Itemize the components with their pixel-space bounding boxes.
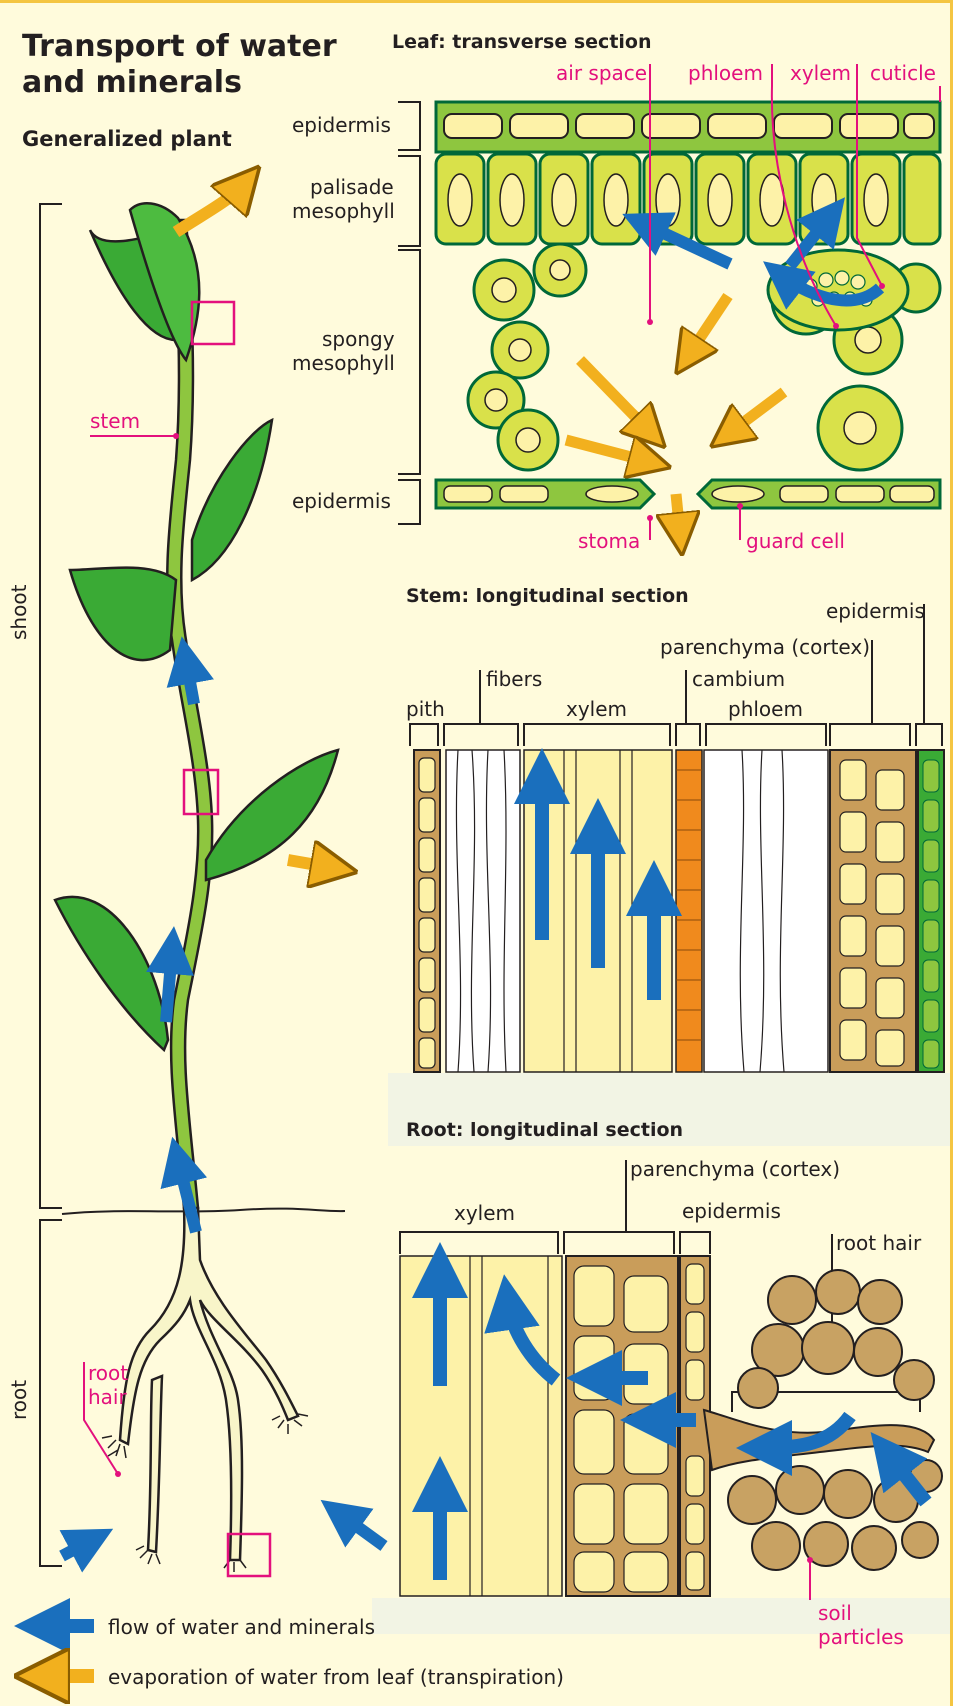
root-bracket	[40, 1220, 62, 1566]
title-line-2: and minerals	[22, 65, 242, 100]
root-hair-label: root hair	[836, 1231, 922, 1255]
leaf-air-space-label: air space	[556, 61, 647, 85]
title-line-1: Transport of water	[22, 29, 337, 64]
leaf-palisade-label-2: mesophyll	[292, 199, 395, 223]
root-hair-tufts	[102, 1414, 308, 1572]
stem-cambium-label: cambium	[692, 667, 785, 691]
stem-shape	[167, 220, 212, 1208]
generalized-plant: shoot root	[7, 184, 384, 1576]
leaf-epidermis-bottom-label: epidermis	[292, 489, 391, 513]
root-label: root	[7, 1380, 31, 1420]
legend-evaporation-label: evaporation of water from leaf (transpir…	[108, 1665, 564, 1689]
plant-heading: Generalized plant	[22, 127, 232, 151]
leaf-section-drawing	[436, 86, 940, 540]
shoot-bracket	[40, 204, 62, 1208]
leaf-heading: Leaf: transverse section	[392, 31, 652, 53]
leaf-cuticle-label: cuticle	[870, 61, 936, 85]
leaf-phloem-label: phloem	[688, 61, 763, 85]
root-xylem-label: xylem	[454, 1201, 515, 1225]
stem-parenchyma-label: parenchyma (cortex)	[660, 635, 870, 659]
soil-particles-label-1: soil	[818, 1601, 852, 1625]
root-hair-label-line2: hair	[88, 1385, 127, 1409]
legend-flow-label: flow of water and minerals	[108, 1615, 375, 1639]
stem-heading: Stem: longitudinal section	[406, 585, 689, 607]
leaf-stoma-label: stoma	[578, 529, 640, 553]
roots	[120, 1208, 298, 1560]
ground-line	[62, 1209, 345, 1214]
root-section-drawing	[372, 1256, 950, 1634]
leaf-epidermis-top-label: epidermis	[292, 113, 391, 137]
stem-section-drawing	[388, 750, 950, 1145]
leaf-palisade-label-1: palisade	[310, 175, 394, 199]
leaf-spongy-label-2: mesophyll	[292, 351, 395, 375]
stem-xylem-label: xylem	[566, 697, 627, 721]
stem-phloem-label: phloem	[728, 697, 803, 721]
leaf-layer-brackets	[398, 102, 420, 524]
leaf-guard-cell-label: guard cell	[746, 529, 845, 553]
stem-label: stem	[90, 409, 140, 433]
shoot-label: shoot	[7, 584, 31, 640]
root-epidermis-label: epidermis	[682, 1199, 781, 1223]
root-heading: Root: longitudinal section	[406, 1119, 683, 1141]
stem-pith-label: pith	[406, 697, 445, 721]
root-parenchyma-label: parenchyma (cortex)	[630, 1157, 840, 1181]
plant-flow-arrows	[62, 660, 384, 1556]
root-hair-label-line1: root	[88, 1361, 128, 1385]
soil-particles-label-2: particles	[818, 1625, 904, 1649]
leaf-spongy-label-1: spongy	[322, 327, 395, 351]
stem-fibers-label: fibers	[486, 667, 542, 691]
stem-epidermis-label: epidermis	[826, 599, 925, 623]
leaf-xylem-label: xylem	[790, 61, 851, 85]
